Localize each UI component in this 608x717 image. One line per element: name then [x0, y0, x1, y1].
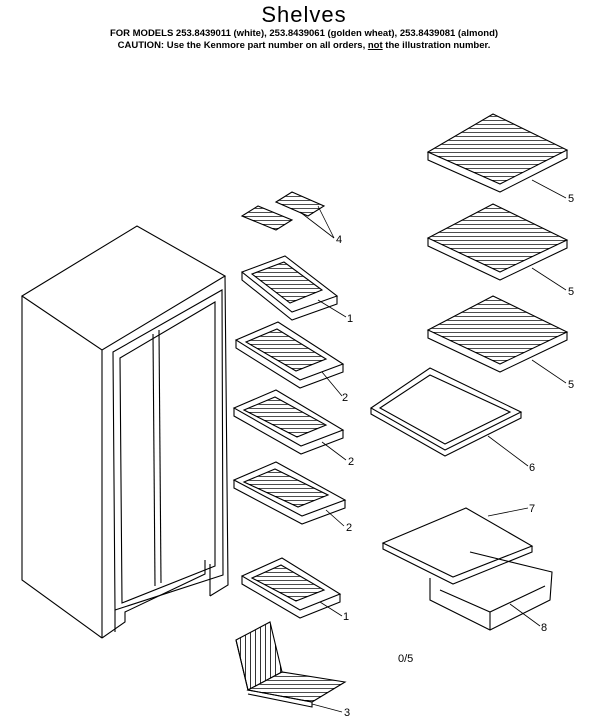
wire-shelf-5-top	[426, 113, 569, 193]
shelf-1-top	[240, 255, 339, 321]
caution-emphasis: not	[367, 40, 383, 51]
crisper-cover-7	[381, 507, 534, 585]
leader-lines	[299, 179, 567, 713]
callout-3: 3	[344, 707, 350, 717]
page-code: 0/5	[398, 653, 413, 665]
wire-shelf-5-bottom	[426, 295, 569, 373]
egg-trays-4	[240, 191, 326, 231]
caution-text-start: CAUTION: Use the Kenmore part number on …	[117, 40, 368, 51]
callout-2-middle: 2	[348, 456, 354, 468]
callout-8: 8	[541, 622, 547, 634]
models-line: FOR MODELS 253.8439011 (white), 253.8439…	[109, 28, 499, 39]
refrigerator-cabinet	[20, 225, 229, 639]
header: Shelves FOR MODELS 253.8439011 (white), …	[0, 0, 608, 52]
callout-6: 6	[529, 462, 535, 474]
wire-shelf-5-middle	[426, 203, 569, 281]
page-title: Shelves	[261, 2, 347, 27]
caution-text-end: the illustration number.	[382, 40, 491, 51]
shelf-1-bottom	[240, 557, 342, 619]
shelf-2-middle	[232, 389, 345, 455]
basket-3	[235, 621, 347, 708]
caution-line: CAUTION: Use the Kenmore part number on …	[0, 40, 608, 52]
callout-1-bottom: 1	[343, 611, 349, 623]
shelf-2-lower	[232, 461, 347, 525]
callout-5-top: 5	[568, 193, 574, 205]
callout-5-middle: 5	[568, 286, 574, 298]
crisper-pan-8	[429, 551, 553, 631]
glass-shelf-6	[369, 367, 523, 457]
callout-2-lower: 2	[346, 522, 352, 534]
shelf-2-upper	[234, 321, 345, 389]
callout-4: 4	[336, 234, 342, 246]
callout-7: 7	[529, 503, 535, 515]
callout-1-top: 1	[347, 313, 353, 325]
callout-5-bottom: 5	[568, 379, 574, 391]
callout-2-upper: 2	[342, 392, 348, 404]
